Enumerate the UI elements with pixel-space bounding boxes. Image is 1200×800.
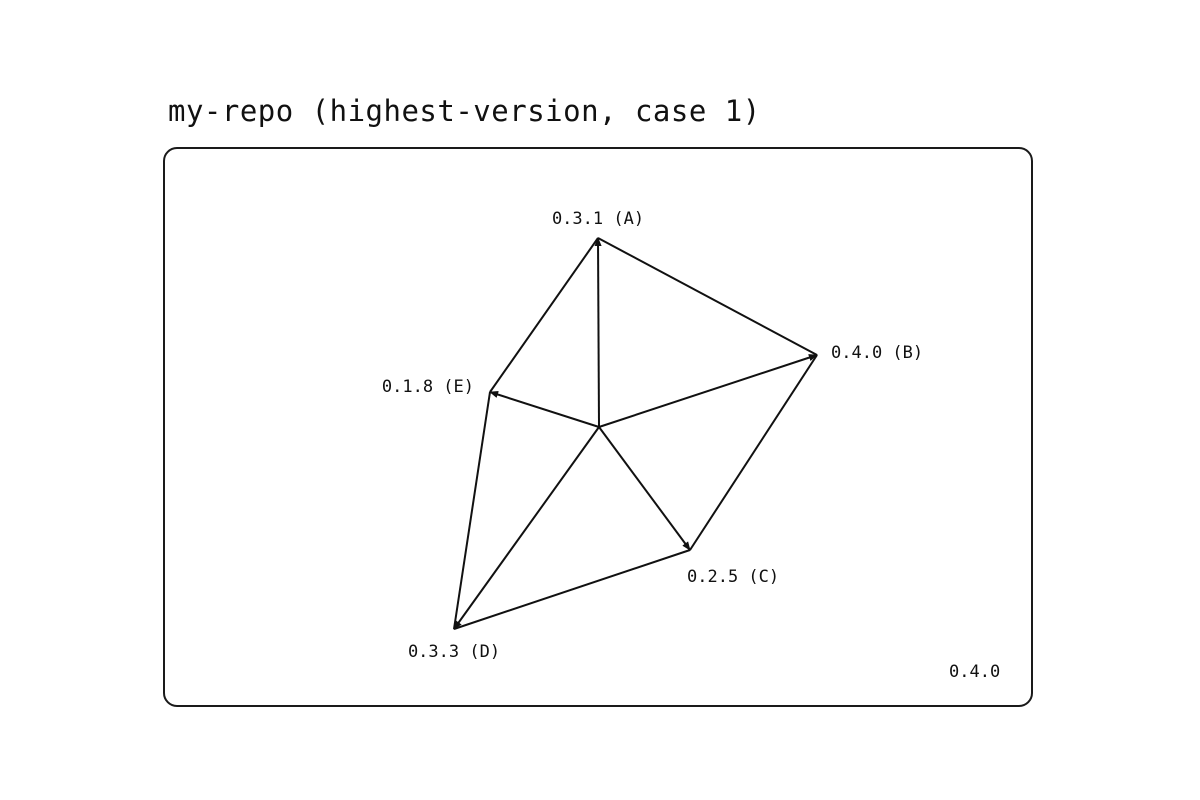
node-label-b: 0.4.0 (B) [831, 343, 923, 363]
edge-d-e [453, 391, 491, 630]
arrow-to-b [598, 354, 818, 428]
edge-c-d [453, 549, 691, 630]
center-arrows [453, 237, 818, 630]
result-version-label: 0.4.0 [949, 662, 1001, 682]
diagram-title: my-repo (highest-version, case 1) [168, 94, 761, 128]
arrow-to-e [489, 391, 600, 428]
node-label-e: 0.1.8 (E) [382, 377, 474, 397]
edge-e-a [489, 237, 599, 393]
repo-frame [163, 147, 1033, 707]
node-label-a: 0.3.1 (A) [552, 209, 644, 229]
arrow-to-d [453, 426, 600, 630]
edge-b-c [689, 354, 818, 551]
node-label-c: 0.2.5 (C) [687, 567, 779, 587]
arrow-to-a [594, 237, 602, 428]
edge-a-b [597, 237, 818, 356]
node-label-d: 0.3.3 (D) [408, 642, 500, 662]
node-labels: 0.3.1 (A) 0.4.0 (B) 0.2.5 (C) 0.3.3 (D) 0.1.… [382, 209, 923, 662]
arrow-to-c [598, 426, 691, 551]
perimeter-edges [453, 237, 818, 630]
